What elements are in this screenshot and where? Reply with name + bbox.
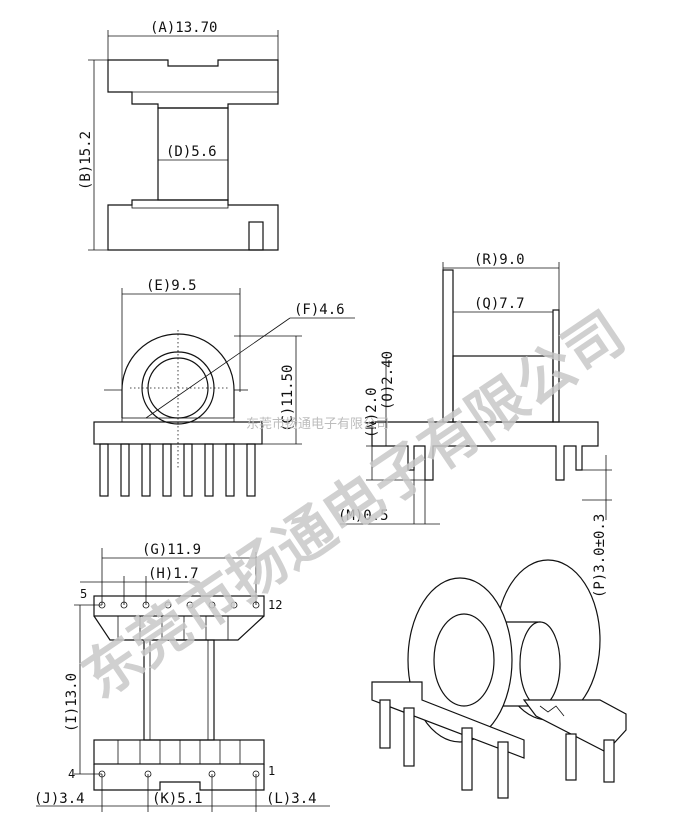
side-view: (R)9.0 (Q)7.7 (N)2.0 (O)2.40 (M)0.5 (P)3…	[338, 252, 612, 598]
dim-m-label: (M)0.5	[338, 508, 389, 524]
pin-number-12: 12	[268, 598, 282, 612]
dim-c-label: (C)11.50	[280, 365, 296, 432]
dim-d-label: (D)5.6	[166, 144, 217, 160]
dim-r-label: (R)9.0	[474, 252, 525, 268]
dim-k-label: (K)5.1	[152, 791, 203, 807]
pin-number-4: 4	[68, 767, 75, 781]
dim-l-label: (L)3.4	[266, 791, 317, 807]
dim-i-label: (I)13.0	[64, 673, 80, 732]
dim-e-label: (E)9.5	[146, 278, 197, 294]
dim-h-label: (H)1.7	[148, 566, 199, 582]
pin-number-5: 5	[80, 587, 87, 601]
dim-o-label: (O)2.40	[380, 351, 396, 410]
dim-n-label: (N)2.0	[364, 387, 380, 438]
pin-number-1: 1	[268, 764, 275, 778]
dim-a-label: (A)13.70	[150, 20, 217, 36]
dim-p-label: (P)3.0±0.3	[592, 514, 608, 598]
top-view: (A)13.70 (B)15.2 (D)5.6	[78, 20, 279, 251]
dim-g-label: (G)11.9	[142, 542, 201, 558]
dim-f-label: (F)4.6	[294, 302, 345, 318]
bottom-view: (G)11.9 (H)1.7 (I)13.0 (J)3.4 (K)5.1 (L)…	[34, 542, 330, 812]
front-view: (E)9.5 (F)4.6 (C)11.50	[93, 278, 355, 497]
dim-q-label: (Q)7.7	[474, 296, 525, 312]
dim-b-label: (B)15.2	[78, 131, 94, 190]
watermark-small-text: 东莞市扬通电子有限公司	[246, 416, 389, 432]
dim-j-label: (J)3.4	[34, 791, 85, 807]
isometric-view	[371, 559, 627, 799]
